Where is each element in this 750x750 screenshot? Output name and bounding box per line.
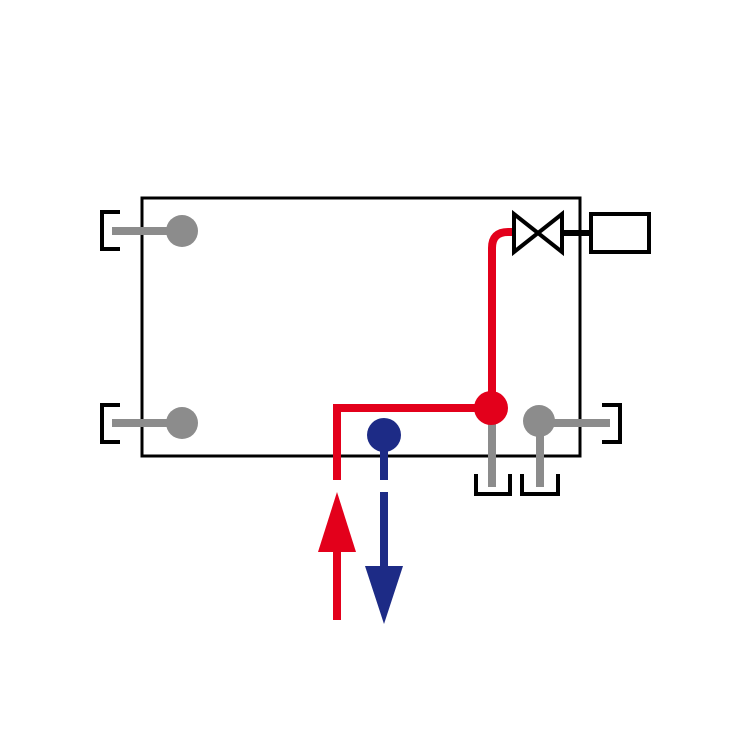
wall-bracket-icon: [100, 403, 120, 444]
return-junction: [367, 418, 401, 452]
actuator-icon: [589, 212, 651, 254]
supply-pipe: [333, 228, 514, 480]
return-arrow-icon: [365, 566, 403, 624]
wall-bracket-top-left: [100, 210, 198, 251]
bracket-knob: [166, 407, 198, 439]
wall-bracket-icon: [602, 403, 622, 444]
floor-bracket-icon: [520, 474, 560, 496]
floor-bracket-icon: [474, 474, 512, 496]
wall-bracket-bottom-left: [100, 403, 198, 444]
bracket-knob: [166, 215, 198, 247]
fitting-knob-right: [523, 405, 555, 437]
supply-arrow-icon: [318, 492, 356, 552]
supply-junction: [474, 391, 508, 425]
wall-bracket-icon: [100, 210, 120, 251]
valve-icon: [512, 209, 564, 257]
